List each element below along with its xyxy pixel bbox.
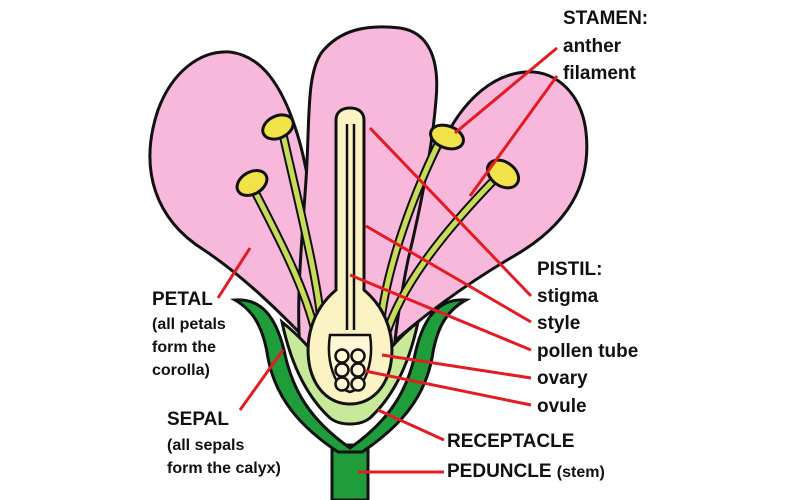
- label-stigma: stigma: [537, 286, 599, 307]
- label-sepal-note-1: (all sepals: [167, 437, 245, 454]
- leader-lines: [216, 46, 559, 474]
- ovule-2: [350, 348, 366, 364]
- label-ovary: ovary: [537, 368, 588, 389]
- leader-anther: [454, 46, 558, 135]
- label-petal-note-2: form the: [152, 339, 216, 356]
- ovule-6: [350, 376, 366, 392]
- leader-sepal: [238, 349, 285, 411]
- label-stamen: STAMEN:: [563, 8, 649, 29]
- label-ovule: ovule: [537, 396, 587, 417]
- label-filament: filament: [563, 63, 636, 84]
- label-petal: PETAL: [152, 289, 213, 310]
- sepal-shape: [229, 298, 472, 454]
- ovule-5: [334, 376, 350, 392]
- label-peduncle-note: (stem): [556, 464, 605, 481]
- leader-petal: [216, 247, 252, 299]
- label-peduncle-text: PEDUNCLE: [447, 461, 552, 482]
- ovule-3: [334, 362, 350, 378]
- leader-filament: [468, 75, 559, 197]
- leader-receptacle: [377, 408, 445, 442]
- label-anther: anther: [563, 36, 622, 57]
- label-peduncle: PEDUNCLE (stem): [447, 461, 605, 484]
- anther-4: [485, 158, 521, 190]
- label-receptacle: RECEPTACLE: [447, 431, 575, 452]
- label-sepal: SEPAL: [167, 409, 229, 430]
- label-petal-note-1: (all petals: [152, 316, 226, 333]
- label-sepal-note-2: form the calyx): [167, 460, 281, 477]
- filament-4-fill: [383, 175, 499, 338]
- anther-1: [261, 113, 295, 141]
- anther-2: [235, 169, 269, 197]
- label-pistil: PISTIL:: [537, 259, 603, 280]
- label-petal-note-3: corolla): [152, 362, 210, 379]
- leader-stigma: [368, 126, 533, 298]
- pistil: [306, 106, 394, 406]
- leader-style: [365, 224, 532, 324]
- leader-ovary: [381, 353, 532, 380]
- petal-middle: [297, 25, 439, 352]
- ovules: [334, 348, 366, 392]
- ovule-4: [350, 362, 366, 378]
- anthers: [235, 113, 521, 197]
- ovule-1: [334, 348, 350, 364]
- label-style: style: [537, 313, 581, 334]
- leader-pollen-tube: [349, 273, 532, 352]
- leader-ovule: [364, 369, 532, 407]
- filament-2-fill: [249, 183, 319, 338]
- label-pollen-tube: pollen tube: [537, 341, 639, 362]
